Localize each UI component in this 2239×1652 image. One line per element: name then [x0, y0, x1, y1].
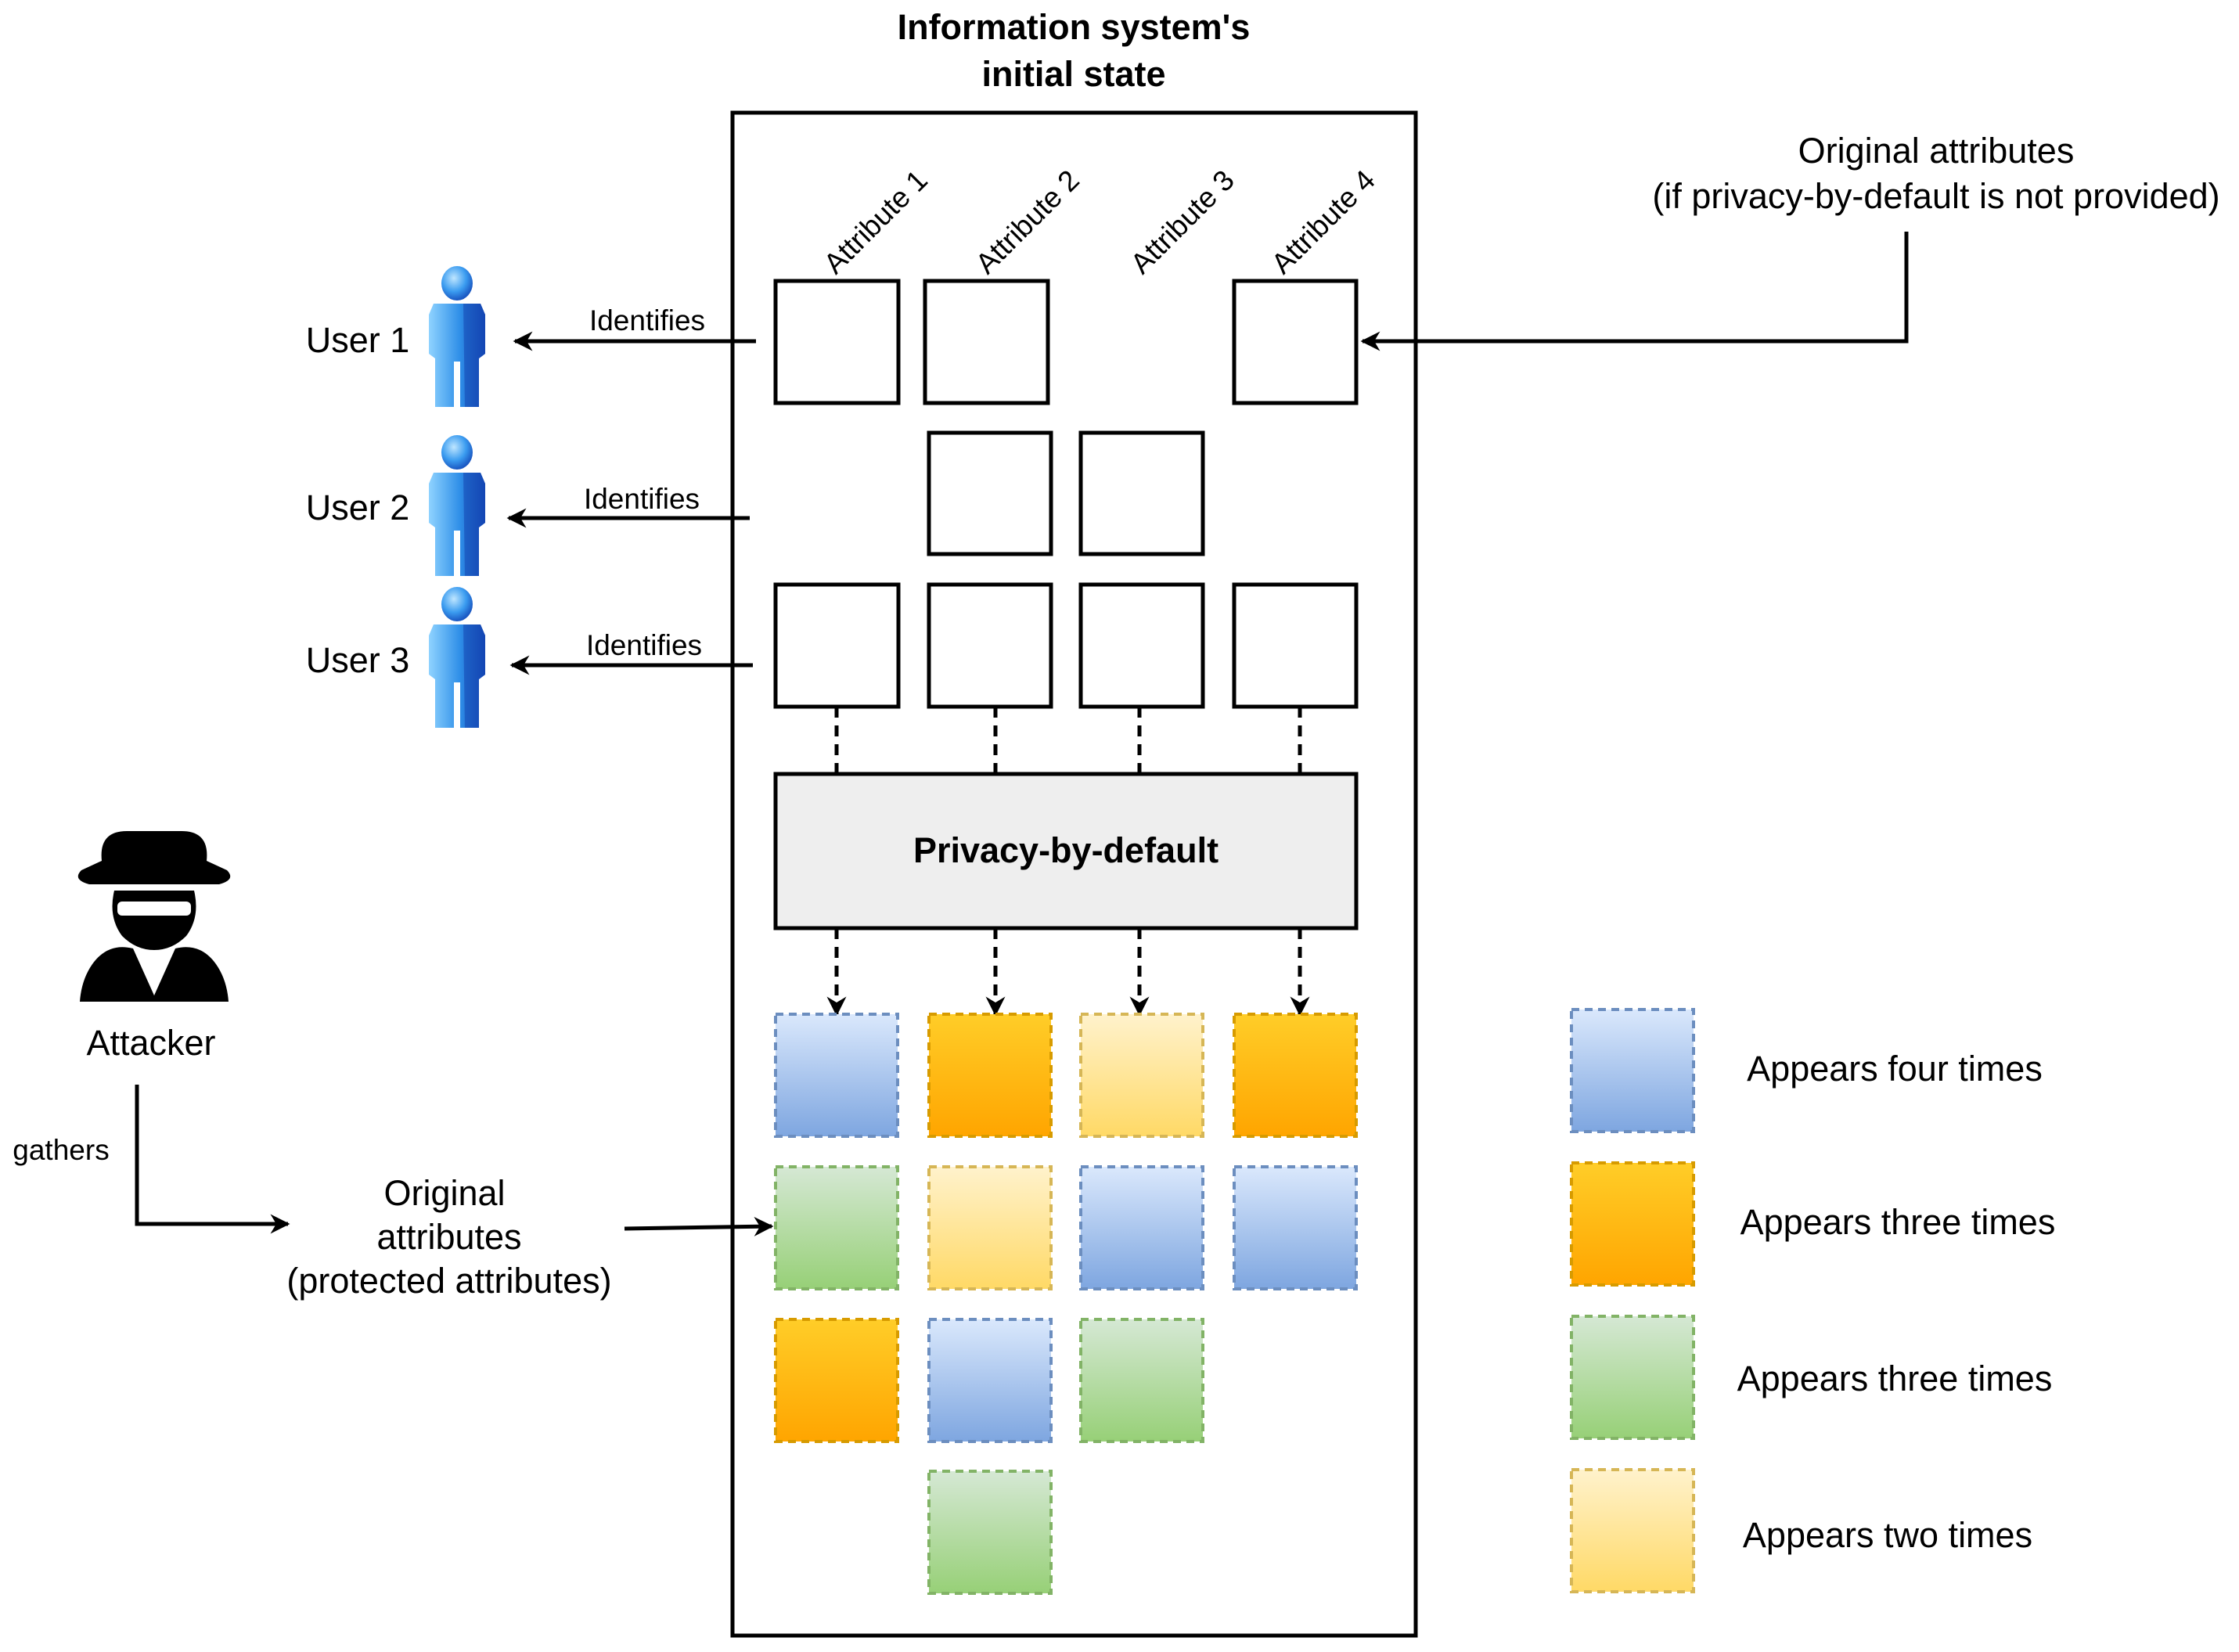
attribute-box	[923, 279, 1050, 405]
protected-attributes-line1: Original	[383, 1173, 505, 1213]
protected-attribute-blue	[1233, 1165, 1358, 1290]
attribute-box	[773, 582, 901, 709]
attribute-box	[927, 430, 1053, 556]
legend-label: Appears two times	[1743, 1515, 2032, 1555]
legend-label: Appears three times	[1737, 1359, 2053, 1398]
legend-swatch-orange	[1570, 1161, 1695, 1287]
attribute-box	[1232, 279, 1359, 405]
user-icon	[429, 587, 485, 728]
system-title-line1: Information system's	[898, 7, 1251, 47]
protected-attribute-blue	[927, 1318, 1053, 1443]
legend-swatch-yellow	[1570, 1468, 1695, 1593]
legend-swatch-green	[1570, 1315, 1695, 1440]
legend-swatch-blue	[1570, 1008, 1695, 1133]
attribute-header-1: Attribute 1	[818, 164, 934, 279]
protected-attributes-arrow	[624, 1216, 774, 1236]
protected-attribute-orange	[1233, 1013, 1358, 1138]
gathers-label: gathers	[13, 1134, 109, 1166]
user-label-2: User 2	[306, 488, 410, 527]
attribute-box	[773, 279, 901, 405]
attribute-box	[1078, 582, 1205, 709]
protected-attribute-orange	[774, 1318, 899, 1443]
protected-attribute-blue	[1079, 1165, 1204, 1290]
privacy-output-arrows	[826, 928, 1310, 1017]
privacy-input-connectors	[834, 707, 1302, 774]
identifies-label-3: Identifies	[586, 629, 702, 661]
protected-attribute-orange	[927, 1013, 1053, 1138]
original-attributes-note-line2: (if privacy-by-default is not provided)	[1652, 176, 2219, 216]
user-label-3: User 3	[306, 640, 410, 680]
identifies-label-1: Identifies	[589, 304, 705, 337]
attacker-label: Attacker	[86, 1023, 215, 1063]
original-attribute-grid	[773, 279, 1359, 709]
user-icons	[429, 266, 485, 728]
identifies-label-2: Identifies	[584, 483, 700, 515]
system-title-line2: initial state	[981, 54, 1165, 94]
privacy-by-default-label: Privacy-by-default	[913, 830, 1218, 870]
protected-attribute-green	[927, 1470, 1053, 1595]
original-attributes-note-line1: Original attributes	[1798, 131, 2075, 171]
legend-label: Appears three times	[1740, 1202, 2056, 1242]
attribute-box	[1232, 582, 1359, 709]
information-system-box	[730, 110, 1418, 1638]
attribute-box	[1078, 430, 1205, 556]
user-label-1: User 1	[306, 320, 410, 360]
protected-attribute-blue	[774, 1013, 899, 1138]
protected-attribute-green	[774, 1165, 899, 1290]
legend-label: Appears four times	[1747, 1049, 2043, 1089]
user-icon	[429, 435, 485, 576]
gathers-arrow	[135, 1085, 290, 1234]
protected-attribute-yellow	[1079, 1013, 1204, 1138]
attribute-header-4: Attribute 4	[1265, 164, 1381, 279]
identifies-arrows	[506, 331, 756, 675]
attribute-box	[927, 582, 1053, 709]
legend: Appears four times Appears three times A…	[1570, 1008, 2056, 1593]
attacker-icon	[77, 831, 231, 1002]
protected-attributes-line3: (protected attributes)	[286, 1261, 611, 1301]
protected-attribute-green	[1079, 1318, 1204, 1443]
attribute-header-2: Attribute 2	[970, 164, 1085, 279]
protected-attribute-grid	[774, 1013, 1358, 1595]
protected-attributes-line2: attributes	[376, 1217, 521, 1257]
privacy-by-default-box	[773, 772, 1359, 930]
attribute-header-3: Attribute 3	[1125, 164, 1240, 279]
user-icon	[429, 266, 485, 407]
protected-attribute-yellow	[927, 1165, 1053, 1290]
original-attributes-arrow	[1360, 232, 1909, 351]
